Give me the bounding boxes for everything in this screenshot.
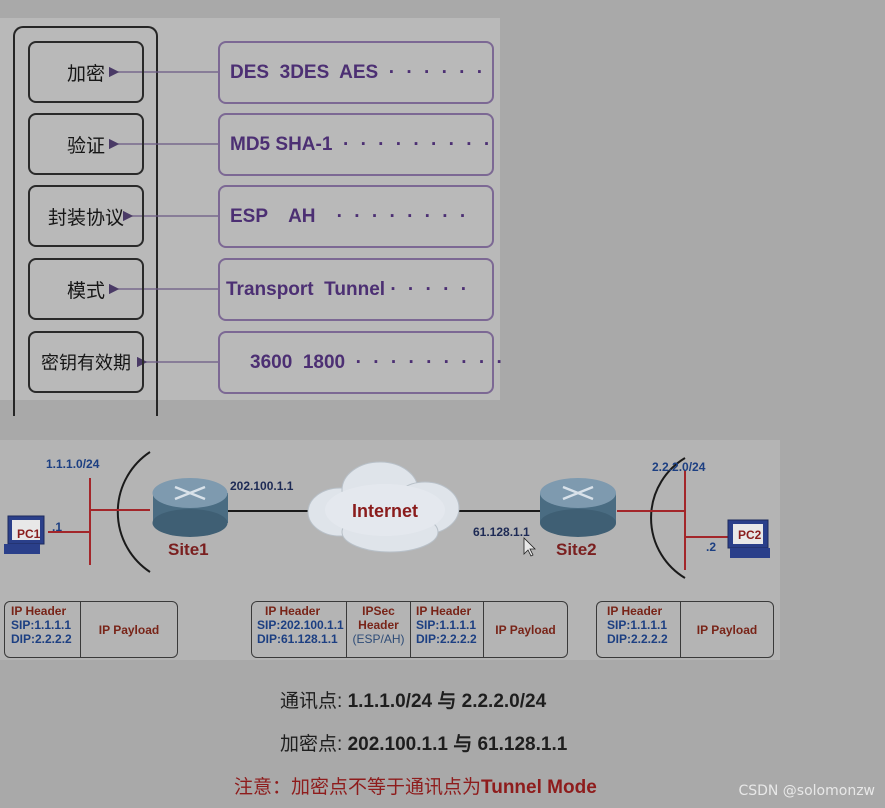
param-value-auth: MD5 SHA-1 · · · · · · · · · xyxy=(218,113,494,176)
packet-right-payload: IP Payload xyxy=(696,622,758,637)
param-label-encryption: 加密 xyxy=(28,41,144,103)
param-value-mode: Transport Tunnel · · · · · xyxy=(218,258,494,321)
warning-mode: Tunnel Mode xyxy=(481,777,597,798)
comm-label: 通讯点: xyxy=(280,691,348,712)
router-site1-icon xyxy=(152,478,228,537)
ip-header-title: IP Header xyxy=(11,604,67,618)
param-label-auth: 验证 xyxy=(28,113,144,175)
pc1-icon xyxy=(4,515,45,554)
site2-label: Site2 xyxy=(556,540,597,559)
value-text: DES 3DES AES xyxy=(230,61,379,83)
value-dots: · · · · · · · · · xyxy=(355,351,506,373)
packet-left-header: IP Header SIP:1.1.1.1 DIP:2.2.2.2 xyxy=(5,602,81,657)
value-text: ESP AH xyxy=(230,205,316,227)
dip-text: DIP:2.2.2.2 xyxy=(11,632,72,646)
site2-lan-arc xyxy=(650,457,686,579)
site2-ip-label: 61.128.1.1 xyxy=(473,525,530,539)
param-arrows xyxy=(108,66,218,368)
sip-text: SIP:202.100.1.1 xyxy=(257,618,344,632)
value-dots: · · · · · · xyxy=(388,61,487,83)
crypto-value: 202.100.1.1 与 61.128.1.1 xyxy=(347,734,568,755)
mouse-cursor-icon xyxy=(523,537,536,557)
ipsec-type: (ESP/AH) xyxy=(352,632,405,646)
value-dots: · · · · · · · · · xyxy=(342,133,494,155)
right-host-label: .2 xyxy=(706,540,717,554)
sip-text: SIP:1.1.1.1 xyxy=(11,618,72,632)
sip-text: SIP:1.1.1.1 xyxy=(416,618,477,632)
packet-left: IP Header SIP:1.1.1.1 DIP:2.2.2.2 IP Pay… xyxy=(4,601,178,658)
site1-lan-arc xyxy=(116,451,151,573)
value-text: Transport Tunnel xyxy=(226,278,386,300)
packet-inner-header: IP Header SIP:1.1.1.1 DIP:2.2.2.2 xyxy=(411,602,484,657)
packet-left-payload: IP Payload xyxy=(98,622,160,637)
site1-ip-label: 202.100.1.1 xyxy=(230,479,294,493)
warning-prefix: 注意：加密点不等于通讯点为 xyxy=(234,777,482,798)
param-value-encryption: DES 3DES AES · · · · · · xyxy=(218,41,494,104)
packet-right-header: IP Header SIP:1.1.1.1 DIP:2.2.2.2 xyxy=(597,602,681,657)
crypto-points-note: 加密点: 202.100.1.1 与 61.128.1.1 xyxy=(280,729,885,756)
pc2-label: PC2 xyxy=(738,528,762,542)
packet-tunnel: IP Header SIP:202.100.1.1 DIP:61.128.1.1… xyxy=(251,601,568,658)
value-dots: · · · · · · · · xyxy=(336,205,470,227)
sip-text: SIP:1.1.1.1 xyxy=(607,618,668,632)
ip-header-title: IP Header xyxy=(265,604,321,618)
param-group-bracket xyxy=(13,26,158,416)
param-label-lifetime: 密钥有效期 xyxy=(28,331,144,393)
ip-header-title: IP Header xyxy=(416,604,472,618)
comm-points-note: 通讯点: 1.1.1.0/24 与 2.2.2.0/24 xyxy=(280,686,885,713)
top-panel xyxy=(0,18,500,400)
crypto-label: 加密点: xyxy=(280,734,348,755)
ip-header-title: IP Header xyxy=(607,604,663,618)
left-host-label: .1 xyxy=(52,520,63,534)
ipsec-title: IPSec xyxy=(362,604,395,618)
comm-value: 1.1.1.0/24 与 2.2.2.0/24 xyxy=(347,691,547,712)
dip-text: DIP:2.2.2.2 xyxy=(416,632,477,646)
packet-ipsec-header: IPSec Header (ESP/AH) xyxy=(347,602,411,657)
internet-cloud-icon xyxy=(307,461,460,553)
param-value-encap: ESP AH · · · · · · · · xyxy=(218,185,494,248)
param-label-encap: 封装协议 xyxy=(28,185,144,247)
packet-right: IP Header SIP:1.1.1.1 DIP:2.2.2.2 IP Pay… xyxy=(596,601,774,658)
param-label-mode: 模式 xyxy=(28,258,144,320)
dip-text: DIP:2.2.2.2 xyxy=(607,632,668,646)
right-subnet-label: 2.2.2.0/24 xyxy=(652,460,706,474)
router-site2-icon xyxy=(540,478,616,537)
packet-tunnel-payload: IP Payload xyxy=(495,622,556,637)
pc2-icon xyxy=(727,519,770,558)
value-text: 3600 1800 xyxy=(250,351,346,373)
ipsec-title-2: Header xyxy=(358,618,399,632)
internet-label: Internet xyxy=(352,501,419,521)
warning-note: 注意：加密点不等于通讯点为Tunnel Mode xyxy=(234,772,885,799)
value-dots: · · · · · xyxy=(390,278,471,300)
network-diagram xyxy=(4,451,770,579)
pc1-label: PC1 xyxy=(17,527,41,541)
value-text: MD5 SHA-1 xyxy=(230,133,333,155)
watermark: CSDN @solomonzw xyxy=(738,783,875,799)
left-subnet-label: 1.1.1.0/24 xyxy=(46,457,100,471)
param-value-lifetime: 3600 1800 · · · · · · · · · xyxy=(218,331,503,394)
site1-label: Site1 xyxy=(168,540,209,559)
packet-outer-header: IP Header SIP:202.100.1.1 DIP:61.128.1.1 xyxy=(252,602,347,657)
dip-text: DIP:61.128.1.1 xyxy=(257,632,338,646)
